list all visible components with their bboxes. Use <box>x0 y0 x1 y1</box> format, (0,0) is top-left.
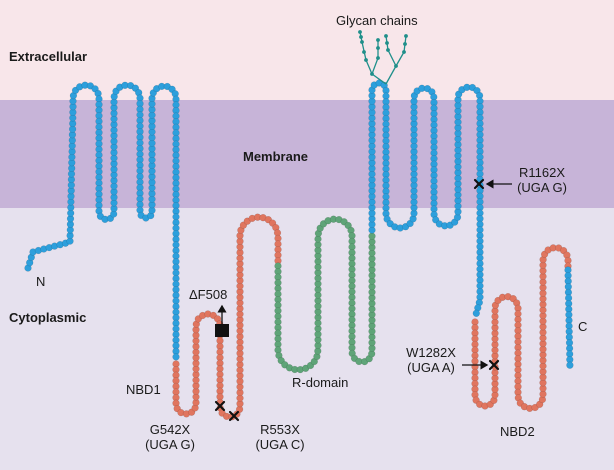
deltaf508-marker <box>215 324 229 337</box>
g542x-name: G542X <box>149 422 191 437</box>
deltaf508-label: ΔF508 <box>189 287 228 302</box>
glycan-chains-label: Glycan chains <box>336 13 418 28</box>
w1282x-label: W1282X (UGA A) <box>400 345 462 376</box>
g542x-cross-icon <box>214 400 226 412</box>
residue-bead <box>472 309 480 317</box>
n-terminus-label: N <box>36 274 46 289</box>
g542x-codon: (UGA G) <box>145 436 195 452</box>
membrane-label: Membrane <box>243 149 309 164</box>
r1162x-label: R1162X (UGA G) <box>512 165 572 196</box>
nbd2-label: NBD2 <box>500 424 535 439</box>
residue-bead <box>566 361 574 369</box>
c-terminus-label: C <box>578 319 588 334</box>
r1162x-cross-icon <box>473 178 485 190</box>
protein-chain <box>24 79 574 421</box>
residue-bead <box>368 232 376 240</box>
nbd1-label: NBD1 <box>126 382 161 397</box>
membrane-region <box>0 100 614 208</box>
r553x-name: R553X <box>260 422 300 437</box>
mutation-markers <box>214 178 512 422</box>
cytoplasmic-label: Cytoplasmic <box>9 310 87 325</box>
r553x-label: R553X (UGA C) <box>249 422 311 453</box>
extracellular-region <box>0 0 614 100</box>
g542x-label: G542X (UGA G) <box>140 422 200 453</box>
w1282x-cross-icon <box>488 359 500 371</box>
r1162x-codon: (UGA G) <box>517 179 567 195</box>
r1162x-name: R1162X <box>518 165 565 180</box>
w1282x-codon: (UGA A) <box>407 359 455 375</box>
cytoplasmic-region <box>0 208 614 470</box>
r-domain-label: R-domain <box>292 375 349 390</box>
residue-bead <box>172 353 180 361</box>
w1282x-name: W1282X <box>406 345 456 360</box>
extracellular-label: Extracellular <box>9 49 88 64</box>
r553x-codon: (UGA C) <box>255 436 305 452</box>
glycan-chains-icon <box>358 30 408 85</box>
r553x-cross-icon <box>228 410 240 422</box>
